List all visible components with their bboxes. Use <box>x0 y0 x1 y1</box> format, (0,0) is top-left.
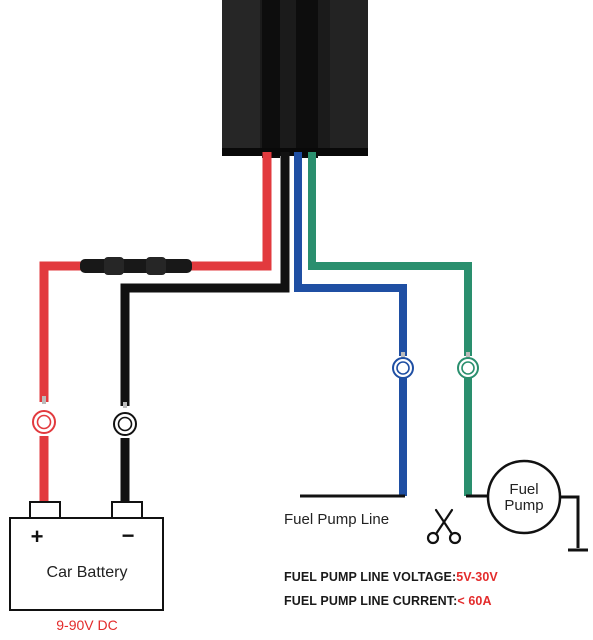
current-spec-value: < 60A <box>457 594 492 608</box>
battery-negative-sign: − <box>122 523 135 548</box>
battery-positive-sign: + <box>31 524 44 549</box>
relay-module <box>222 0 368 158</box>
voltage-spec-label: FUEL PUMP LINE VOLTAGE: <box>284 570 457 584</box>
fuel-pump: Fuel Pump <box>486 459 562 535</box>
red-wire <box>39 152 272 502</box>
car-battery: + − Car Battery <box>9 501 164 611</box>
scissors-icon <box>426 508 462 545</box>
current-spec-label: FUEL PUMP LINE CURRENT: <box>284 594 458 608</box>
inline-fuse <box>80 257 192 275</box>
ring-terminal-red <box>32 396 56 434</box>
green-wire <box>308 152 472 496</box>
current-spec: FUEL PUMP LINE CURRENT:< 60A <box>284 594 492 608</box>
ground-symbol <box>560 495 588 552</box>
fuel-pump-label-line1: Fuel <box>509 481 538 498</box>
fuel-pump-label-line2: Pump <box>504 497 543 514</box>
black-wire <box>120 152 290 502</box>
ring-terminal-blue <box>392 352 414 379</box>
voltage-spec-value: 5V-30V <box>456 570 498 584</box>
fuel-pump-line-label: Fuel Pump Line <box>284 511 389 528</box>
battery-voltage-label: 9-90V DC <box>56 617 117 633</box>
voltage-spec: FUEL PUMP LINE VOLTAGE:5V-30V <box>284 570 498 584</box>
blue-wire <box>294 152 407 496</box>
battery-label: Car Battery <box>47 564 128 581</box>
ring-terminal-black <box>113 402 137 436</box>
ring-terminal-green <box>457 352 479 379</box>
